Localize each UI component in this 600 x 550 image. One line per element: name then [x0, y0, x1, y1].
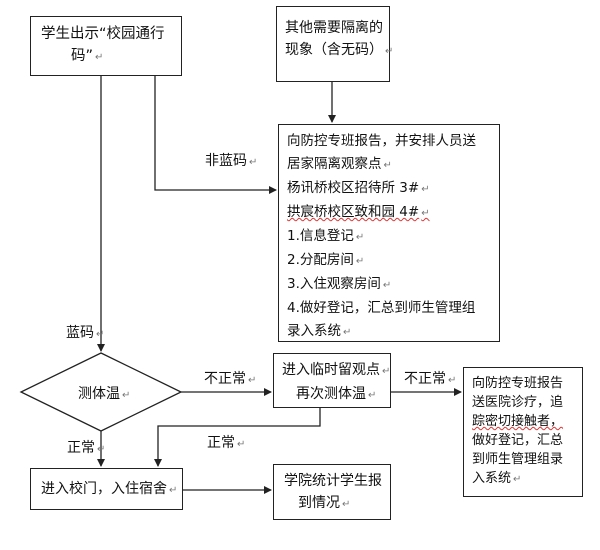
- node-other-line-2: 现象（含无码）↵: [285, 42, 394, 58]
- hospital-line-5: 到师生管理组录: [472, 452, 564, 467]
- report-line-1: 向防控专班报告，并安排人员送: [287, 133, 476, 149]
- edge-label-abnormal-1: 不正常↵: [204, 371, 257, 387]
- report-line-5: 1.信息登记↵: [287, 228, 365, 244]
- report-line-3: 杨讯桥校区招待所 3#↵: [287, 180, 430, 196]
- edge-label-normal-2: 正常↵: [207, 435, 246, 451]
- hospital-line-6: 入系统↵: [472, 471, 522, 486]
- node-start-line-2: 码”↵: [71, 48, 104, 64]
- node-start: 学生出示“校园通行 码”↵: [30, 16, 182, 76]
- node-enter-campus: 进入校门，入住宿舍↵: [30, 468, 183, 510]
- node-other-line-1: 其他需要隔离的: [285, 20, 383, 36]
- report-line-9: 录入系统↵: [287, 323, 352, 339]
- node-report-isolation: 向防控专班报告，并安排人员送 居家隔离观察点↵ 杨讯桥校区招待所 3#↵ 拱宸桥…: [278, 124, 500, 342]
- edge-label-non-blue: 非蓝码↵: [205, 153, 258, 169]
- edge-label-blue: 蓝码↵: [66, 325, 105, 341]
- hospital-line-3: 踪密切接触者，: [472, 414, 564, 429]
- edge-label-abnormal-2: 不正常↵: [404, 371, 457, 387]
- node-other-isolation: 其他需要隔离的 现象（含无码）↵: [276, 6, 394, 82]
- node-start-line-1: 学生出示“校园通行: [41, 26, 165, 42]
- report-line-6: 2.分配房间↵: [287, 252, 365, 268]
- enter-line-1: 进入校门，入住宿舍↵: [41, 481, 178, 497]
- stats-line-2: 到情况↵: [298, 495, 351, 511]
- hospital-line-4: 做好登记，汇总: [472, 433, 564, 448]
- report-line-2: 居家隔离观察点↵: [287, 156, 392, 172]
- node-temperature-label: 测体温↵: [78, 386, 131, 402]
- node-college-statistics: 学院统计学生报 到情况↵: [273, 464, 391, 520]
- hospital-line-2: 送医院诊疗，追: [472, 395, 564, 410]
- node-hospital-report: 向防控专班报告 送医院诊疗，追 踪密切接触者， 做好登记，汇总 到师生管理组录 …: [463, 367, 583, 497]
- report-line-7: 3.入住观察房间↵: [287, 276, 392, 292]
- temp-point-line-1: 进入临时留观点↵: [282, 362, 391, 378]
- stats-line-1: 学院统计学生报: [284, 473, 382, 489]
- edge-label-normal-1: 正常↵: [67, 440, 106, 456]
- edge-start-to-report: [154, 76, 277, 194]
- hospital-line-1: 向防控专班报告: [472, 376, 564, 391]
- report-line-4: 拱宸桥校区致和园 4#↵: [287, 204, 430, 220]
- node-temporary-observation: 进入临时留观点↵ 再次测体温↵: [273, 353, 391, 408]
- temp-point-line-2: 再次测体温↵: [296, 386, 377, 402]
- edge-temp-point-to-enter: [154, 408, 321, 467]
- report-line-8: 4.做好登记，汇总到师生管理组: [287, 300, 476, 316]
